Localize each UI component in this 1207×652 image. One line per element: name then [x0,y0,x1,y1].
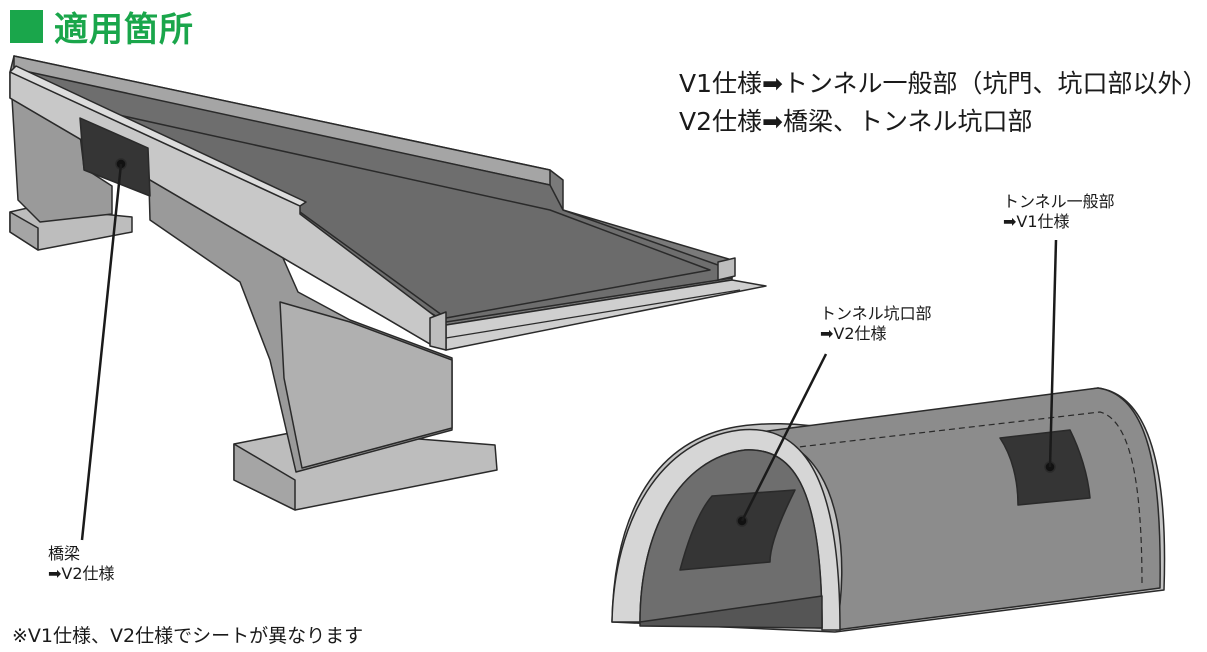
title-marker-square [10,9,43,43]
tunnel-portal-callout-line1: トンネル坑口部 [820,304,932,323]
tunnel-general-callout-line2: ➡V1仕様 [1003,212,1070,231]
tunnel-general-callout-line1: トンネル一般部 [1003,192,1115,211]
spec-line-v2: V2仕様➡橋梁、トンネル坑口部 [679,107,1033,136]
bridge-v2-sheet [79,117,151,197]
bridge-callout: 橋梁 ➡V2仕様 [48,544,115,584]
footnote: ※V1仕様、V2仕様でシートが異なります [12,625,364,647]
bridge-callout-line1: 橋梁 [48,544,81,563]
portal-leader-line [740,353,828,522]
bridge-callout-line2: ➡V2仕様 [48,564,115,583]
tunnel-general-callout: トンネル一般部 ➡V1仕様 [1003,192,1115,232]
leader-lines [80,163,1058,541]
tunnel-illustration [611,387,1166,633]
tunnel-portal-v2-sheet [679,489,796,571]
bridge-leader-line [80,163,123,541]
bridge-illustration [9,55,767,511]
section-title: 適用箇所 [10,6,194,50]
general-leader-line [1048,239,1058,468]
tunnel-portal-callout: トンネル坑口部 ➡V2仕様 [820,304,932,344]
tunnel-portal-callout-line2: ➡V2仕様 [820,324,887,343]
spec-line-v1: V1仕様➡トンネル一般部（坑門、坑口部以外） [679,69,1207,98]
tunnel-floor [639,595,823,629]
title-text: 適用箇所 [54,9,194,50]
application-diagram [9,55,1166,633]
